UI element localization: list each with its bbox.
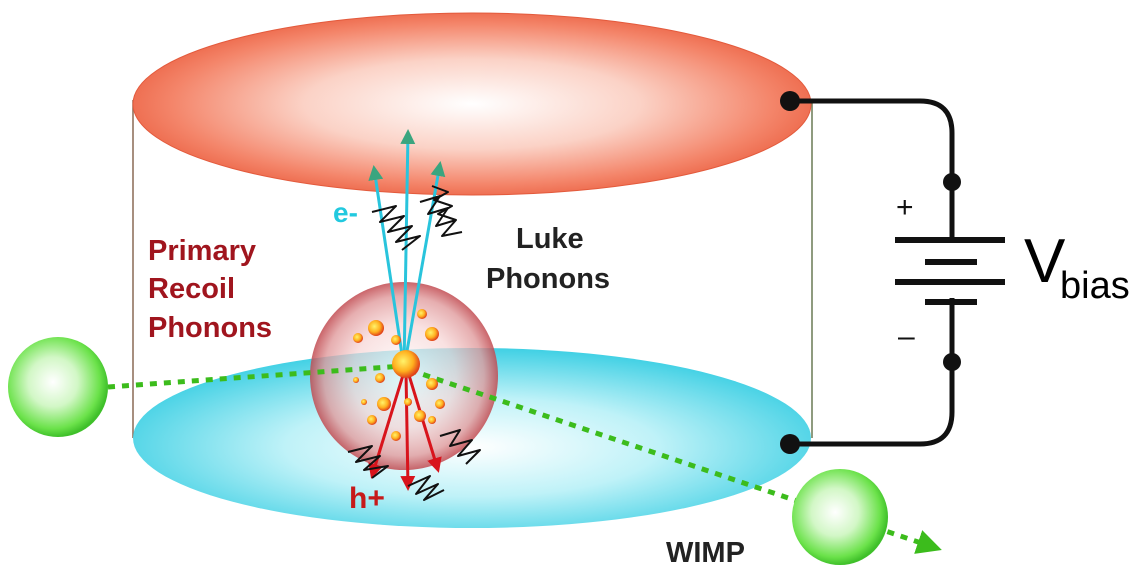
battery-symbol-icon xyxy=(895,237,1005,305)
battery-plus-sign: + xyxy=(896,191,914,224)
node-bottom xyxy=(943,353,961,371)
luke-phonons-label-line: Phonons xyxy=(486,263,610,295)
wimp-label: WIMP xyxy=(666,537,745,569)
phonon-zigzag-icon xyxy=(371,205,421,251)
luke-phonons xyxy=(347,185,481,501)
circuit-wire-top xyxy=(790,98,955,240)
recoil-center xyxy=(392,350,420,378)
vbias-label: V xyxy=(1024,227,1066,296)
recoil-phonon-blobs xyxy=(353,309,445,441)
electron-track xyxy=(368,165,406,369)
phonons-label-line: Phonons xyxy=(148,312,272,344)
electron-track xyxy=(400,129,416,369)
luke-label-line: Luke xyxy=(516,223,584,255)
wimp-incoming-green-sphere-icon xyxy=(8,337,108,437)
electron-label: e- xyxy=(333,197,358,228)
battery-minus-sign: – xyxy=(898,320,915,353)
phonon-zigzag-icon xyxy=(439,429,481,465)
vbias-subscript: bias xyxy=(1060,265,1130,307)
terminal-bottom xyxy=(780,434,800,454)
terminal-top xyxy=(780,91,800,111)
phonon-zigzag-icon xyxy=(347,445,389,479)
bias-circuit xyxy=(790,98,955,447)
hole-track xyxy=(400,371,416,491)
primary-label-line: Primary xyxy=(148,235,256,267)
top-electrode xyxy=(132,12,812,196)
hole-label: h+ xyxy=(349,482,385,515)
wimp-outgoing-green-sphere-icon xyxy=(792,469,888,565)
circuit-nodes xyxy=(780,91,961,454)
circuit-wire-bottom xyxy=(790,298,955,447)
recoil-label-line: Recoil xyxy=(148,273,235,305)
phonon-zigzag-icon xyxy=(431,185,457,221)
phonon-zigzag-icon xyxy=(407,475,445,501)
phonon-zigzag-icon xyxy=(419,195,463,237)
node-top xyxy=(943,173,961,191)
